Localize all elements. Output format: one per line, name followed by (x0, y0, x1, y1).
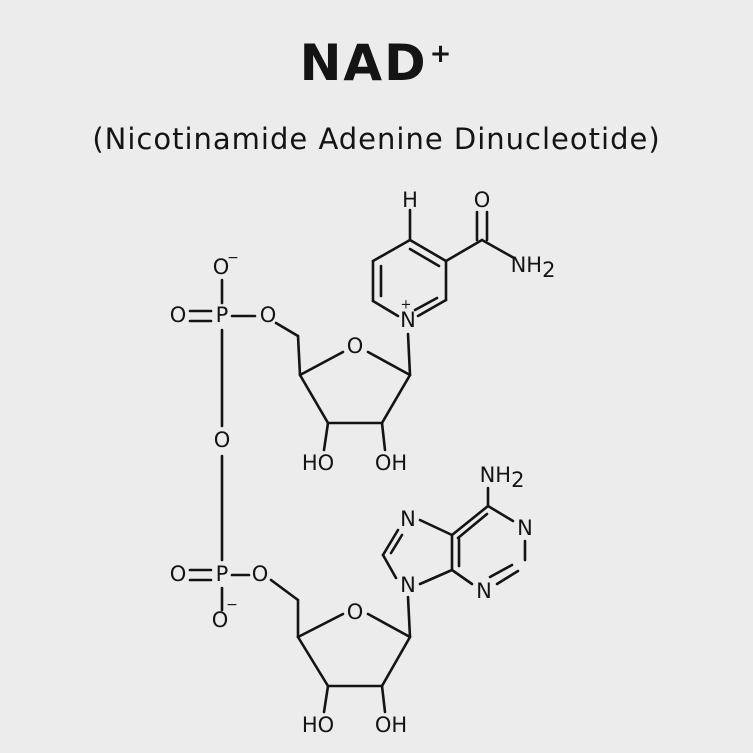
ribose-bottom (296, 612, 412, 688)
atom-n1: N (517, 516, 533, 540)
oh-bond-bottom-right (380, 684, 387, 714)
atom-n9: N (400, 573, 416, 597)
oh-bond-top-left (322, 421, 330, 452)
oh-bond-bottom-left (322, 684, 330, 714)
o-c5-bond-bottom (269, 578, 300, 602)
title-main: NAD (299, 34, 428, 92)
atom-o-ester-top: O (260, 303, 277, 327)
atom-n3: N (476, 579, 492, 603)
page-subtitle: (Nicotinamide Adenine Dinucleotide) (92, 122, 661, 156)
atom-p-top: P (216, 303, 229, 327)
atom-nh2-adenine: NH2 (480, 463, 525, 492)
atom-o-ring-bottom: O (347, 600, 364, 624)
charge-plus: + (401, 298, 412, 313)
atom-p-bottom: P (216, 562, 229, 586)
page-title: NAD+ (0, 34, 753, 92)
atom-o-double-bottom: O (170, 562, 187, 586)
oh-bond-top-right (380, 421, 387, 452)
amide-n-bond (480, 238, 516, 260)
charge-minus-top: − (227, 250, 239, 266)
c5-bond-top (296, 334, 302, 377)
imidazole-ring (381, 518, 454, 586)
amide-bond (444, 238, 484, 263)
pyridinium-ring (371, 238, 448, 318)
atom-oh-bottom: OH (375, 713, 407, 737)
title-charge: + (429, 39, 454, 70)
atom-h: H (402, 188, 418, 212)
atom-o-ring-top: O (347, 334, 364, 358)
pyrimidine-ring (450, 504, 527, 586)
atom-o-double-top: O (170, 303, 187, 327)
atom-oh-top: OH (375, 451, 407, 475)
atom-o-minus-bottom: O (212, 608, 229, 632)
atom-o-bridge: O (214, 428, 231, 452)
atom-ho-top: HO (302, 451, 334, 475)
atom-n-pyridinium: N (400, 308, 416, 332)
charge-minus-bottom: − (226, 597, 238, 613)
atom-ho-bottom: HO (302, 713, 334, 737)
ribose-top (298, 350, 412, 425)
atom-o-ester-bottom: O (252, 562, 269, 586)
glycosidic-bond-top (406, 332, 412, 377)
c5-o-bond-top (274, 321, 300, 338)
atom-o-carbonyl: O (474, 188, 491, 212)
atom-nh2-amide: NH2 (511, 253, 556, 282)
glycosidic-bond-bottom (406, 595, 412, 639)
atom-n7: N (400, 507, 416, 531)
atom-o-minus-top: O (213, 255, 230, 279)
